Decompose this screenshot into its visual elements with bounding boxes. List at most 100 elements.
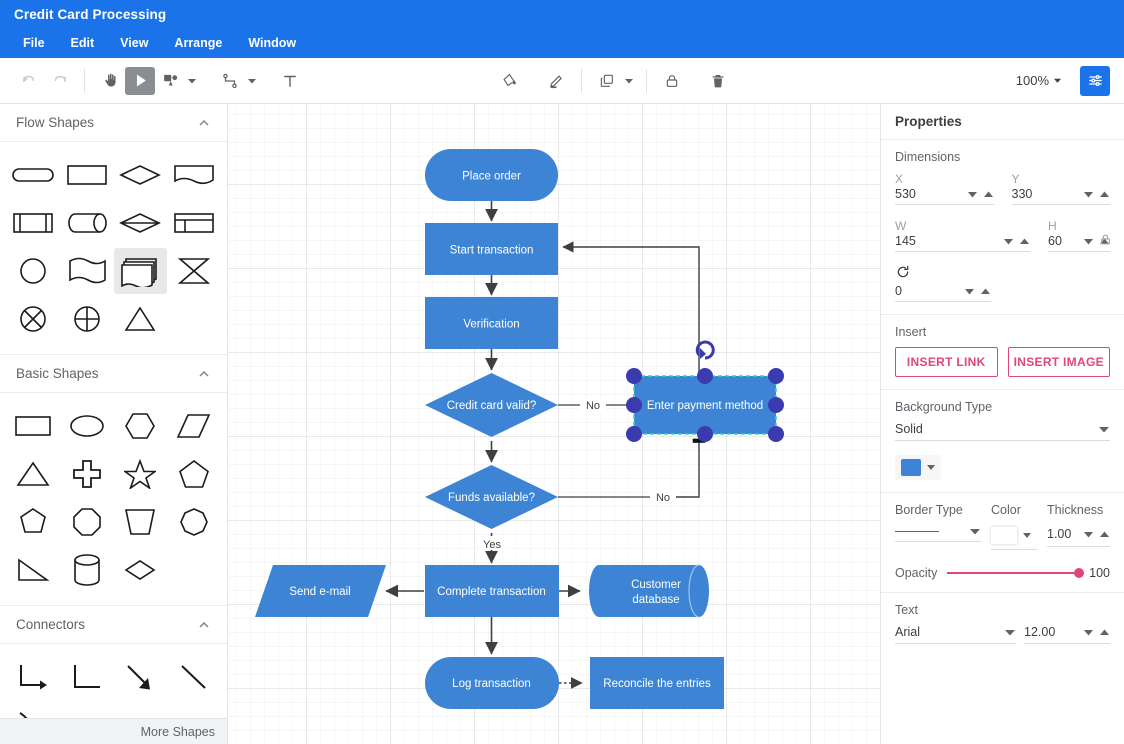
x-decrement-icon[interactable] [967,190,978,199]
thickness-spinner[interactable] [1083,530,1110,539]
w-increment-icon[interactable] [1019,237,1030,246]
shape-process[interactable] [60,152,114,198]
node-funds-available[interactable]: Funds available? [425,465,558,529]
shape-triangle-basic[interactable] [6,451,60,497]
node-log-transaction[interactable]: Log transaction [425,657,559,709]
undo-button[interactable] [14,67,44,95]
insert-image-button[interactable]: INSERT IMAGE [1007,347,1110,377]
handle-bottom-left[interactable] [626,426,642,442]
shape-terminator[interactable] [6,152,60,198]
connector-tool-button[interactable] [215,67,245,95]
menu-file[interactable]: File [23,36,45,50]
font-size-increment-icon[interactable] [1099,628,1110,637]
font-size-spinner[interactable] [1083,628,1110,637]
select-tool-button[interactable] [125,66,155,95]
border-thickness-input[interactable]: 1.00 [1047,527,1110,547]
copy-button[interactable] [592,67,622,95]
shape-internal-storage[interactable] [167,200,221,246]
shape-star[interactable] [114,451,168,497]
menu-view[interactable]: View [120,36,149,50]
delete-button[interactable] [703,67,733,95]
y-spinner[interactable] [1083,190,1110,199]
shape-x-circle[interactable] [6,296,60,342]
border-color-picker[interactable] [991,527,1037,550]
node-credit-card-valid[interactable]: Credit card valid? [425,373,558,437]
thickness-increment-icon[interactable] [1099,530,1110,539]
shape-octagon[interactable] [60,499,114,545]
background-color-picker[interactable] [895,455,941,480]
font-size-input[interactable]: 12.00 [1024,625,1110,644]
section-header-connectors[interactable]: Connectors [0,606,227,644]
opacity-slider-handle[interactable] [1074,568,1085,578]
background-type-select[interactable]: Solid [895,422,1110,441]
connector-elbow-line[interactable] [60,654,114,700]
menu-window[interactable]: Window [248,36,297,50]
w-spinner[interactable] [1003,237,1030,246]
w-input[interactable]: 145 [895,234,1030,252]
pen-color-button[interactable] [541,67,571,95]
x-increment-icon[interactable] [983,190,994,199]
x-input[interactable]: 530 [895,187,994,205]
insert-link-button[interactable]: INSERT LINK [895,347,998,377]
handle-top-left[interactable] [626,368,642,384]
aspect-ratio-lock-icon[interactable] [1099,233,1112,246]
rotation-spinner[interactable] [964,287,991,296]
handle-middle-right[interactable] [768,397,784,413]
border-type-select[interactable] [895,527,981,542]
node-verification[interactable]: Verification [425,297,558,349]
shape-merge[interactable] [114,200,168,246]
more-shapes-button[interactable]: More Shapes [0,718,227,744]
node-send-email[interactable]: Send e-mail [255,565,386,617]
y-input[interactable]: 330 [1011,187,1110,205]
node-complete-transaction[interactable]: Complete transaction [425,565,559,617]
shape-decision[interactable] [114,152,168,198]
shape-right-triangle[interactable] [6,547,60,593]
text-tool-button[interactable] [275,67,305,95]
fill-color-button[interactable] [495,67,525,95]
handle-bottom-center[interactable] [697,426,713,442]
shape-multi-document[interactable] [113,248,168,294]
node-start-transaction[interactable]: Start transaction [425,223,558,275]
menu-edit[interactable]: Edit [70,36,95,50]
shape-hourglass[interactable] [167,248,221,294]
h-decrement-icon[interactable] [1083,237,1094,246]
shape-trapezoid[interactable] [114,499,168,545]
shape-diamond[interactable] [114,547,168,593]
font-family-select[interactable]: Arial [895,625,1016,644]
redo-button[interactable] [44,67,74,95]
opacity-slider[interactable] [947,568,1085,578]
zoom-control[interactable]: 100% [1010,69,1068,92]
connector-elbow-arrow[interactable] [6,654,60,700]
font-size-decrement-icon[interactable] [1083,628,1094,637]
shape-cylinder[interactable] [60,547,114,593]
shape-parallelogram[interactable] [167,403,221,449]
copy-dropdown-caret[interactable] [622,67,636,95]
w-decrement-icon[interactable] [1003,237,1014,246]
y-increment-icon[interactable] [1099,190,1110,199]
shape-nonagon[interactable] [167,499,221,545]
shape-triangle-flow[interactable] [114,296,168,342]
diagram-canvas[interactable]: Place order Start transaction Verificati… [228,104,880,744]
rotation-input[interactable]: 0 [895,284,991,302]
shapes-scroll-area[interactable]: Flow Shapes [0,104,227,718]
properties-panel-toggle[interactable] [1080,65,1110,96]
x-spinner[interactable] [967,190,994,199]
shape-document[interactable] [167,152,221,198]
rotate-handle[interactable] [695,340,715,360]
shape-connector-circle[interactable] [6,248,60,294]
shape-heptagon[interactable] [6,499,60,545]
node-place-order[interactable]: Place order [425,149,558,201]
section-header-flow-shapes[interactable]: Flow Shapes [0,104,227,142]
node-customer-database[interactable]: Customer database [589,564,709,618]
menu-arrange[interactable]: Arrange [174,36,223,50]
shape-direct-data[interactable] [60,200,114,246]
handle-bottom-right[interactable] [768,426,784,442]
selection-handles[interactable] [626,340,784,442]
connector-straight-line[interactable] [167,654,221,700]
shape-rectangle[interactable] [6,403,60,449]
shape-dropdown-caret[interactable] [185,67,199,95]
connector-curved[interactable] [6,702,60,718]
lock-button[interactable] [657,67,687,95]
thickness-decrement-icon[interactable] [1083,530,1094,539]
h-input[interactable]: 60 [1048,234,1110,252]
